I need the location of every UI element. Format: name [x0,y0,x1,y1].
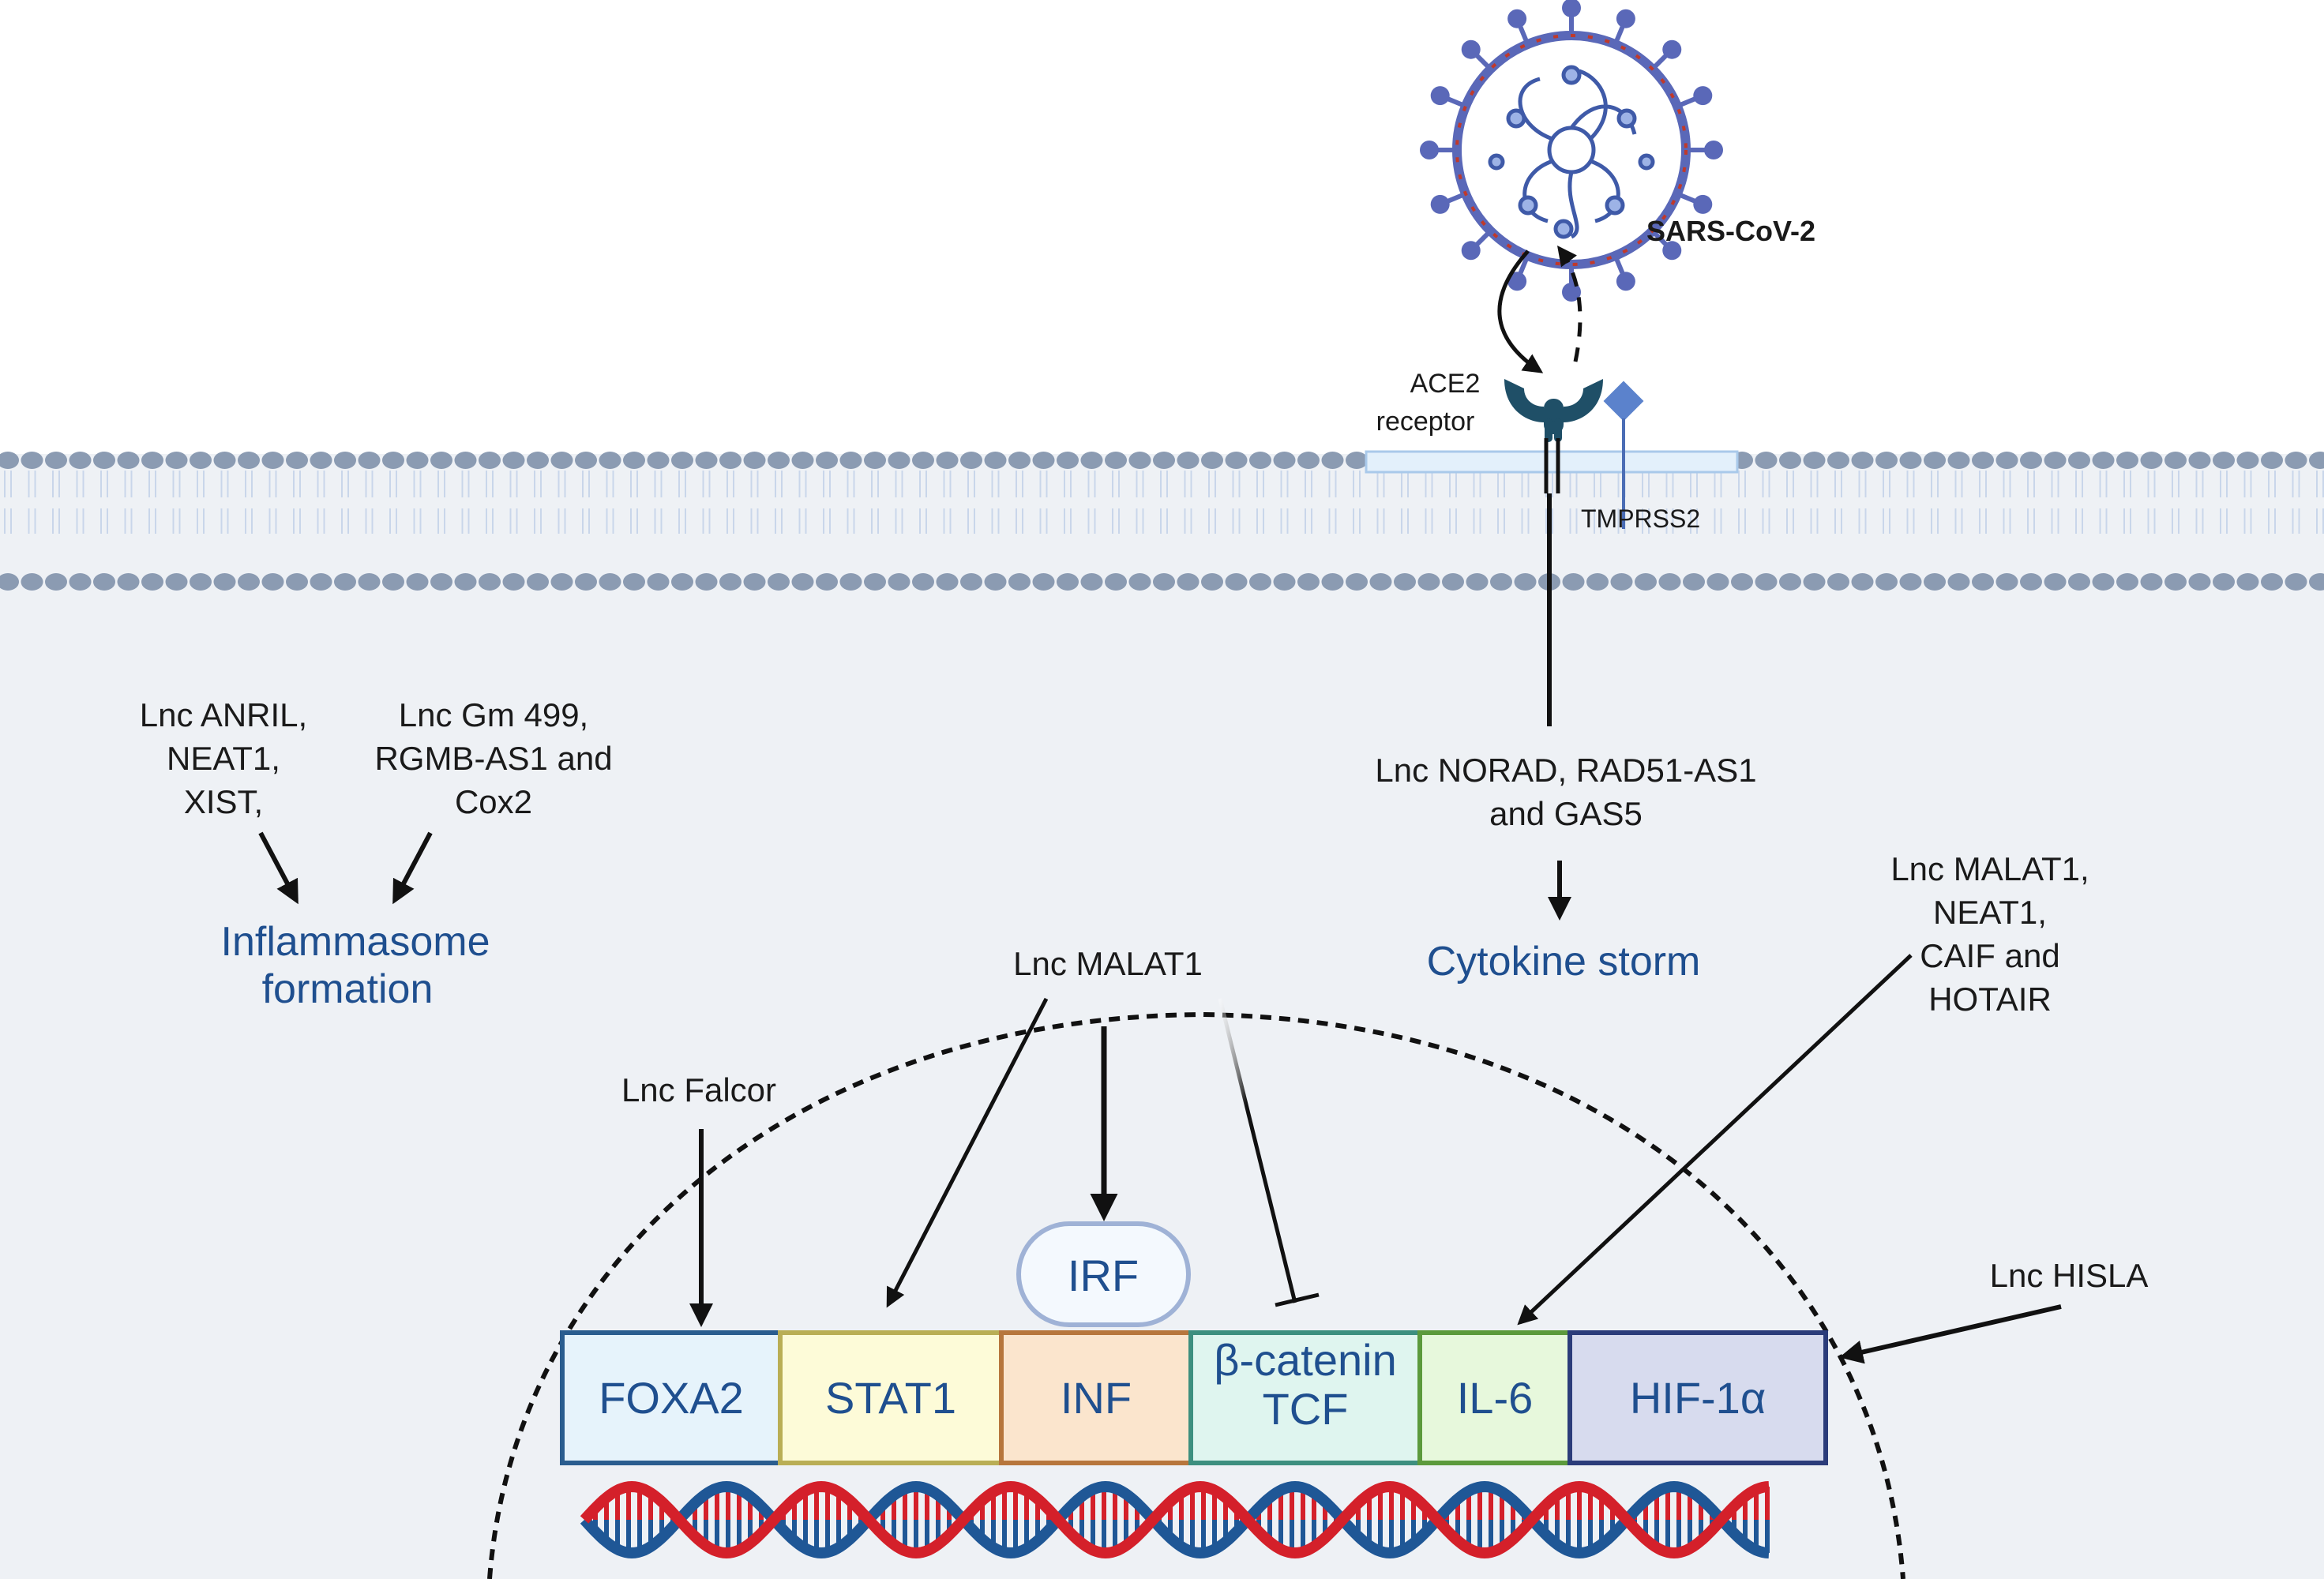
gene-label-line: TCF [1263,1384,1349,1434]
gene-box-rect [560,1330,783,1465]
gene-label-line: β-catenin [1214,1335,1396,1385]
il6-source-line1: Lnc MALAT1, [1890,850,2089,887]
membrane-channel [1365,450,1739,474]
inflammasome-left-source-2: NEAT1, [167,740,280,777]
cytokine-source-line1: Lnc NORAD, RAD51-AS1 [1375,752,1756,789]
lnc-malat1-label: Lnc MALAT1 [1013,945,1203,982]
il6-source-line2: NEAT1, [1933,894,2047,931]
il6-source-line4: HOTAIR [1928,981,2052,1018]
ace2-receptor-icon [1504,379,1603,493]
receptor-label: receptor [1376,407,1475,437]
irf-protein [1016,1221,1191,1327]
nucleus-boundary [487,1011,1905,1579]
gene-box-inf: INF [999,1330,1193,1465]
inflammasome-left-source-1: Lnc ANRIL, [140,696,307,733]
malat1-to-stat1-arrow [886,997,1049,1308]
inflammasome-right-source-2: RGMB-AS1 and [374,740,612,777]
gene-box-foxa2: FOXA2 [560,1330,783,1465]
gene-label: HIF-1α [1630,1373,1766,1423]
cytokine-storm-label: Cytokine storm [1427,939,1701,985]
virus-binding-arrow [1497,249,1544,373]
inflammasome-left-arrow [258,831,298,905]
inflammasome-right-arrow [392,831,433,905]
il6-source-line3: CAIF and [1920,937,2059,974]
inflammasome-right-source-3: Cox2 [455,783,532,820]
cytokine-source-line2: and GAS5 [1489,795,1643,832]
cell-membrane [0,450,2324,591]
inhibition-bar [1275,1292,1320,1307]
gene-label: FOXA2 [599,1373,744,1423]
irf-label: IRF [1068,1251,1139,1300]
inflammasome-target-line1: Inflammasome [221,919,490,965]
gene-label: IL-6 [1457,1373,1534,1423]
gene-box-il-6: IL-6 [1417,1330,1572,1465]
gene-label: INF [1061,1373,1132,1423]
dna-helix-icon [580,1480,1770,1559]
lnc-falcor-label: Lnc Falcor [621,1071,776,1108]
virus-label: SARS-CoV-2 [1646,215,1815,247]
hisla-arrow [1839,1304,2062,1364]
ace2-label: ACE2 [1410,369,1481,399]
gene-box-rect [1188,1330,1422,1465]
gene-box-rect [1567,1330,1828,1465]
il6-arrow [1517,954,1913,1326]
gene-label: STAT1 [825,1373,956,1423]
gene-box-stat1: STAT1 [778,1330,1004,1465]
sars-cov-2-virus-icon [1420,0,1723,302]
gene-box-rect [1417,1330,1572,1465]
inflammasome-left-source-3: XIST, [184,783,263,820]
gene-box-hif-1α: HIF-1α [1567,1330,1828,1465]
tmprss2-label: TMPRSS2 [1581,504,1700,533]
inflammasome-target-line2: formation [262,966,434,1012]
virus-entry-dashed-arrow [1557,245,1582,362]
lnc-hisla-label: Lnc HISLA [1990,1257,2149,1294]
malat1-inhibits-beta-catenin [1218,998,1297,1303]
inflammasome-right-source-1: Lnc Gm 499, [399,696,588,733]
gene-box-rect [999,1330,1193,1465]
